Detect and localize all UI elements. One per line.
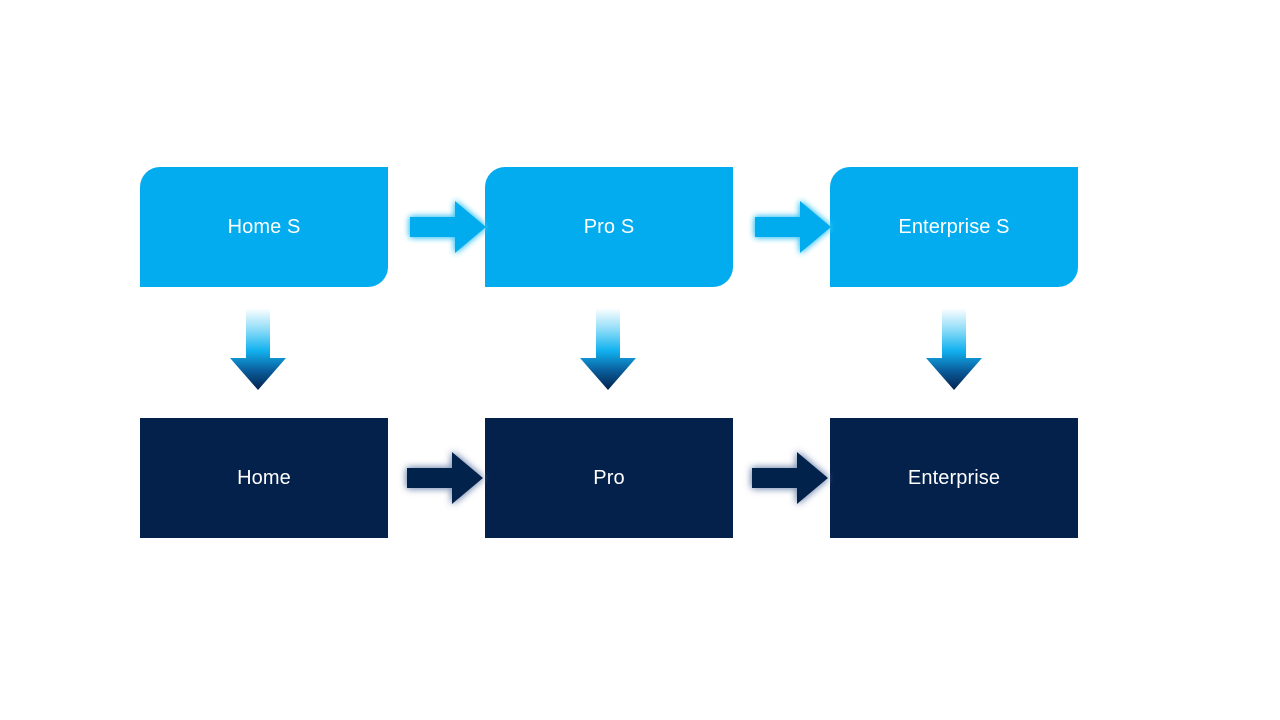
node-pro-s[interactable]: Pro S [485,167,733,287]
node-enterprise[interactable]: Enterprise [830,418,1078,538]
node-home[interactable]: Home [140,418,388,538]
node-home-s[interactable]: Home S [140,167,388,287]
node-pro-s-label: Pro S [583,216,635,238]
node-pro-label: Pro [593,467,625,489]
arrow-right-home-to-pro [405,449,485,507]
arrow-down-enterprise-s-to-enterprise [924,308,984,392]
node-enterprise-label: Enterprise [907,467,1001,489]
arrow-down-pro-s-to-pro [578,308,638,392]
arrow-right-pro-to-enterprise [750,449,830,507]
node-home-label: Home [237,467,291,489]
arrow-right-home-s-to-pro-s [408,198,488,256]
arrow-right-pro-s-to-enterprise-s [753,198,833,256]
node-pro[interactable]: Pro [485,418,733,538]
arrow-down-home-s-to-home [228,308,288,392]
node-enterprise-s-label: Enterprise S [898,216,1010,238]
node-home-s-label: Home S [227,216,301,238]
node-enterprise-s[interactable]: Enterprise S [830,167,1078,287]
